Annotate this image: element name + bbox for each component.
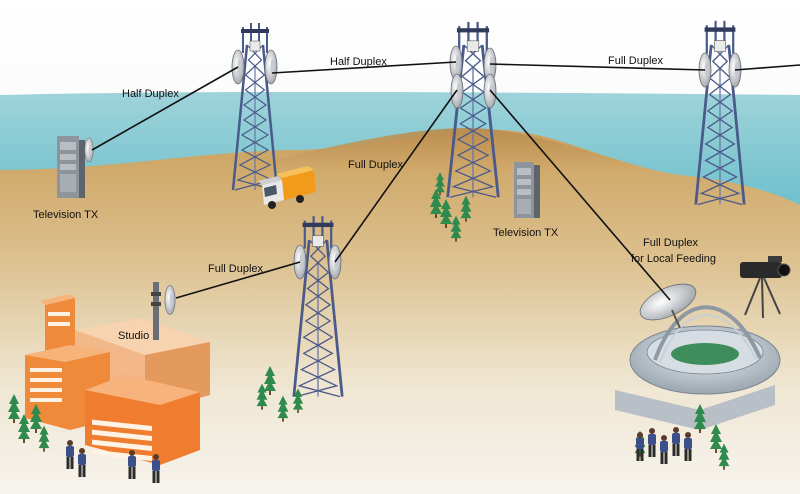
tv-transmitter-center — [514, 162, 540, 218]
link-half-duplex-top — [271, 61, 457, 74]
link-full-duplex-local — [489, 89, 671, 301]
label-tv-tx-center: Television TX — [493, 227, 559, 239]
link-full-duplex-studio — [175, 261, 301, 299]
label-half-duplex-left: Half Duplex — [122, 88, 179, 100]
label-full-duplex-local-2: for Local Feeding — [631, 253, 716, 265]
studio-building — [25, 282, 210, 465]
broadcast-truck — [258, 166, 316, 209]
link-full-duplex-mid — [334, 89, 458, 263]
links — [91, 61, 800, 301]
link-full-duplex-edge — [734, 64, 800, 71]
label-full-duplex-local-1: Full Duplex — [643, 237, 699, 249]
label-full-duplex-studio: Full Duplex — [208, 263, 264, 275]
label-full-duplex-mid: Full Duplex — [348, 159, 404, 171]
link-half-duplex-left — [91, 66, 239, 151]
link-full-duplex-top-right — [489, 63, 706, 71]
stadium — [615, 283, 781, 430]
hill — [250, 128, 660, 172]
label-half-duplex-top: Half Duplex — [330, 56, 387, 68]
label-full-duplex-top-right: Full Duplex — [608, 55, 664, 67]
label-studio: Studio — [118, 330, 149, 342]
tv-transmitter-left — [57, 136, 94, 198]
video-camera-icon — [740, 256, 791, 319]
label-tv-tx-left: Television TX — [33, 209, 99, 221]
